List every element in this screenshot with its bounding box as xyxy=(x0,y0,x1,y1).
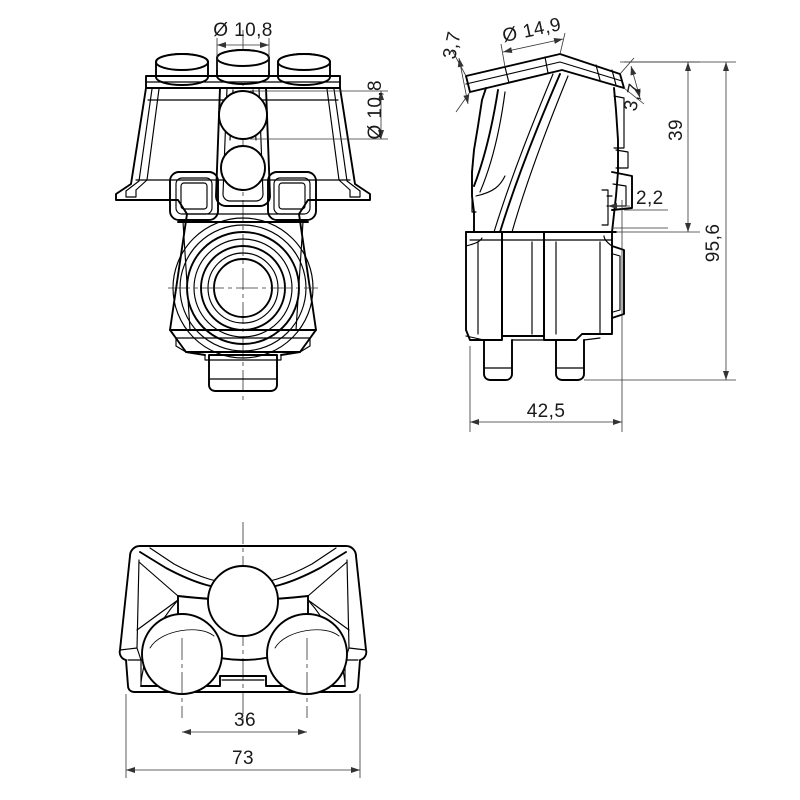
side-foot-right xyxy=(555,339,585,381)
lower-rim-corner-left xyxy=(171,331,187,353)
dim-right-dia-10-8-label: Ø 10,8 xyxy=(365,80,386,139)
bottom-corner-facets-top xyxy=(138,561,348,597)
side-foot-left xyxy=(483,339,513,381)
front-view xyxy=(115,30,371,400)
side-foot-base-lines xyxy=(465,335,601,341)
side-view xyxy=(465,53,633,381)
side-leg-center-block xyxy=(501,231,545,337)
side-leg-right-fillet xyxy=(603,235,613,247)
dim-dia-14-9-label: Ø 14,9 xyxy=(501,14,564,47)
top-boss-center xyxy=(216,49,270,85)
side-leg-left-fillet xyxy=(465,237,483,247)
top-boss-right xyxy=(277,53,331,86)
dim-36-label: 36 xyxy=(234,710,256,731)
dim-dia-14-9: Ø 14,9 xyxy=(501,14,566,68)
center-channel-inner xyxy=(222,87,264,202)
dim-73: 73 xyxy=(125,694,361,778)
body-inner-taper-right-1 xyxy=(333,88,361,192)
side-leg-left-block xyxy=(465,231,503,341)
bottom-outer-shell xyxy=(118,545,368,693)
bottom-chamfer-ties xyxy=(119,647,367,651)
bottom-bore-center xyxy=(207,565,279,637)
side-lower-curve xyxy=(475,175,506,197)
bottom-bore-left-arc xyxy=(149,629,215,649)
dim-3-7-left-label: 3,7 xyxy=(439,30,465,61)
bottom-bore-right-arc xyxy=(274,629,340,649)
body-flange-tip-left xyxy=(125,189,137,198)
dim-2-2-label: 2,2 xyxy=(636,188,664,209)
side-top-boss-edges xyxy=(504,56,549,84)
dim-73-label: 73 xyxy=(232,748,254,769)
dim-95-6: 95,6 xyxy=(584,61,736,381)
top-boss-left xyxy=(155,53,209,86)
lower-rim-corner-right xyxy=(299,331,315,353)
side-left-step xyxy=(471,187,477,213)
dim-36: 36 xyxy=(182,710,307,735)
center-bore-lower xyxy=(220,145,266,191)
side-diagonal-face-2 xyxy=(493,73,554,233)
lower-spout xyxy=(204,354,282,392)
dim-2-2: 2,2 xyxy=(608,188,668,229)
dim-right-dia-10-8: Ø 10,8 xyxy=(250,80,388,139)
side-top-boss-edges-right xyxy=(595,64,617,86)
body-outline-left xyxy=(115,87,206,356)
side-leg-right-block xyxy=(543,231,613,341)
dim-95-6-label: 95,6 xyxy=(703,224,724,263)
body-inner-taper-left-1 xyxy=(125,88,153,192)
body-flange-tip-right xyxy=(349,189,361,198)
side-leg-inner-lines-left xyxy=(477,241,533,335)
dim-3-7-right-label: 3,7 xyxy=(620,82,646,113)
side-diagonal-face-3 xyxy=(511,75,569,233)
side-diagonal-face-1 xyxy=(499,73,561,233)
side-right-lower-rib xyxy=(611,245,625,319)
bottom-view xyxy=(118,522,368,726)
dim-top-dia-10-8: Ø 10,8 xyxy=(213,20,272,70)
dim-42-5: 42,5 xyxy=(469,200,623,432)
dim-39-label: 39 xyxy=(666,119,687,141)
side-front-curve-outer xyxy=(473,89,499,187)
square-pocket-right xyxy=(267,171,317,221)
side-front-curve-inner xyxy=(479,91,506,193)
dim-top-dia-10-8-label: Ø 10,8 xyxy=(213,20,272,41)
body-outline-right xyxy=(280,87,371,356)
center-channel xyxy=(215,87,271,207)
dim-39: 39 xyxy=(616,61,700,233)
dim-3-7-left: 3,7 xyxy=(439,30,471,113)
dim-42-5-label: 42,5 xyxy=(527,401,566,422)
center-bore-upper xyxy=(218,90,268,140)
bottom-chamfer-left xyxy=(136,559,142,687)
square-pocket-left xyxy=(169,171,219,221)
lower-body-side-ribs xyxy=(182,221,304,331)
side-top-plate-edge xyxy=(465,61,623,85)
side-leg-inner-lines-right xyxy=(555,241,601,335)
bottom-corner-facets-bottom xyxy=(136,599,350,631)
